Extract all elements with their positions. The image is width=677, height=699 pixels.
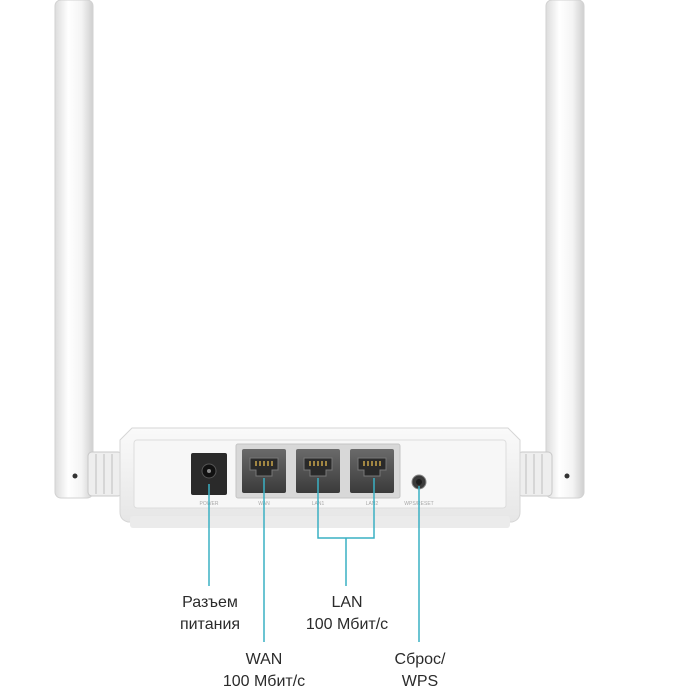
wan-port xyxy=(242,449,286,493)
lan-callout-line2: 100 Мбит/с xyxy=(305,616,389,633)
power-callout-line2: питания xyxy=(179,616,241,633)
lan1-port xyxy=(296,449,340,493)
reset-callout-line1: Сброс/ xyxy=(394,651,446,668)
power-jack xyxy=(191,453,227,495)
left-antenna xyxy=(54,0,123,499)
right-antenna xyxy=(517,0,585,499)
leader-lines xyxy=(208,478,420,642)
lan-callout-line1: LAN xyxy=(331,594,363,611)
power-connector-callout: Разъем питания xyxy=(150,592,270,636)
lan-ports-callout: LAN 100 Мбит/с xyxy=(287,592,407,636)
reset-callout-line2: WPS xyxy=(401,673,439,690)
wan-callout-line1: WAN xyxy=(245,651,283,668)
reset-wps-callout: Сброс/ WPS xyxy=(360,649,480,693)
power-callout-line1: Разъем xyxy=(182,594,238,611)
wan-port-callout: WAN 100 Мбит/с xyxy=(204,649,324,693)
lan2-port xyxy=(350,449,394,493)
lan-leader-line xyxy=(317,478,375,586)
lan2-port-label: LAN2 xyxy=(366,501,379,507)
wan-callout-line2: 100 Мбит/с xyxy=(222,673,306,690)
